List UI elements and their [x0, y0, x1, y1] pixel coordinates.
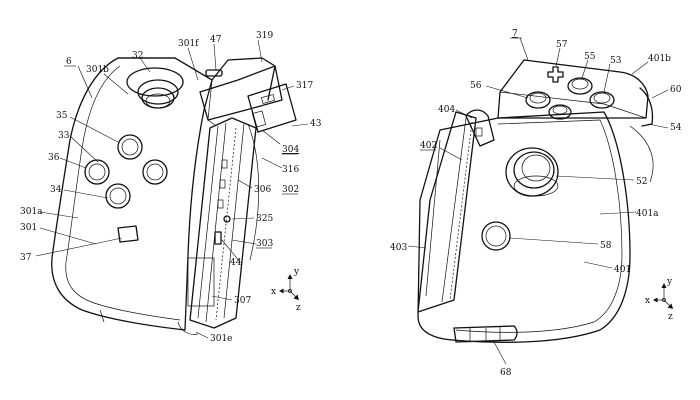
right-controller	[417, 59, 654, 343]
axis-z-right: z	[668, 312, 673, 322]
button-55	[567, 77, 593, 95]
label-402: 402	[420, 141, 437, 151]
label-7: 7	[512, 29, 518, 39]
label-303: 303	[256, 239, 273, 249]
right-top-block	[497, 59, 649, 119]
left-leaders	[35, 39, 309, 339]
button-56	[525, 91, 551, 109]
label-54: 54	[670, 123, 682, 133]
label-37: 37	[20, 253, 32, 263]
bottom-feature-68	[453, 325, 518, 343]
right-labels: 7 57 55 53 401b 56 60 404 54 402 52 401a…	[390, 29, 682, 378]
axis-y-right: y	[666, 277, 673, 287]
plus-button-57	[547, 66, 564, 83]
label-36: 36	[48, 153, 60, 163]
right-body-outline	[417, 111, 631, 343]
axis-x-left: x	[271, 287, 276, 297]
label-301b: 301b	[86, 65, 109, 75]
home-button-58	[481, 221, 511, 251]
button-54	[548, 104, 572, 120]
label-52: 52	[636, 177, 647, 187]
left-face-outline	[65, 65, 181, 321]
label-58: 58	[600, 241, 612, 251]
axis-z-left: z	[296, 303, 301, 313]
axis-x-right: x	[645, 296, 650, 306]
button-34	[105, 183, 131, 209]
label-403: 403	[390, 243, 407, 253]
label-319: 319	[256, 31, 273, 41]
left-slide-arm	[247, 83, 297, 133]
right-axis-triad: y x z	[645, 277, 673, 322]
left-rail	[189, 117, 257, 329]
top-button-47	[205, 69, 223, 77]
label-32: 32	[132, 51, 143, 61]
label-55: 55	[584, 52, 596, 62]
right-face-outline	[455, 119, 623, 333]
label-56: 56	[470, 81, 482, 91]
left-body-outline	[51, 57, 213, 331]
label-316: 316	[282, 165, 299, 175]
stick-32-base	[126, 67, 184, 97]
label-401a: 401a	[636, 209, 659, 219]
left-axis-triad: y x z	[271, 267, 301, 313]
label-301a: 301a	[20, 207, 43, 217]
label-301e: 301e	[210, 334, 233, 344]
label-6: 6	[66, 57, 72, 67]
button-53	[589, 91, 615, 109]
label-57: 57	[556, 40, 568, 50]
label-53: 53	[610, 56, 622, 66]
label-33: 33	[58, 131, 70, 141]
label-44: 44	[230, 258, 242, 268]
label-307: 307	[234, 296, 251, 306]
label-301f: 301f	[178, 39, 199, 49]
left-rail-block	[199, 65, 283, 121]
label-317: 317	[296, 81, 313, 91]
label-68: 68	[500, 368, 512, 378]
label-60: 60	[670, 85, 682, 95]
label-301: 301	[20, 223, 37, 233]
label-401b: 401b	[648, 54, 671, 64]
label-306: 306	[254, 185, 271, 195]
label-404: 404	[438, 105, 455, 115]
button-36	[84, 159, 110, 185]
label-325: 325	[256, 214, 273, 224]
axis-y-left: y	[293, 267, 300, 277]
label-34: 34	[50, 185, 62, 195]
label-35: 35	[56, 111, 68, 121]
left-controller	[51, 57, 297, 335]
capture-button-37	[117, 225, 139, 243]
right-rail	[417, 111, 477, 313]
label-401: 401	[614, 265, 631, 275]
button-35	[117, 134, 143, 160]
label-47: 47	[210, 35, 222, 45]
button-33	[142, 159, 168, 185]
label-43: 43	[310, 119, 322, 129]
label-304: 304	[282, 145, 299, 155]
left-labels: 6 301b 32 301f 47 319 317 35 43 33 304 3…	[20, 31, 322, 344]
label-302: 302	[282, 185, 299, 195]
right-leaders	[407, 37, 669, 365]
